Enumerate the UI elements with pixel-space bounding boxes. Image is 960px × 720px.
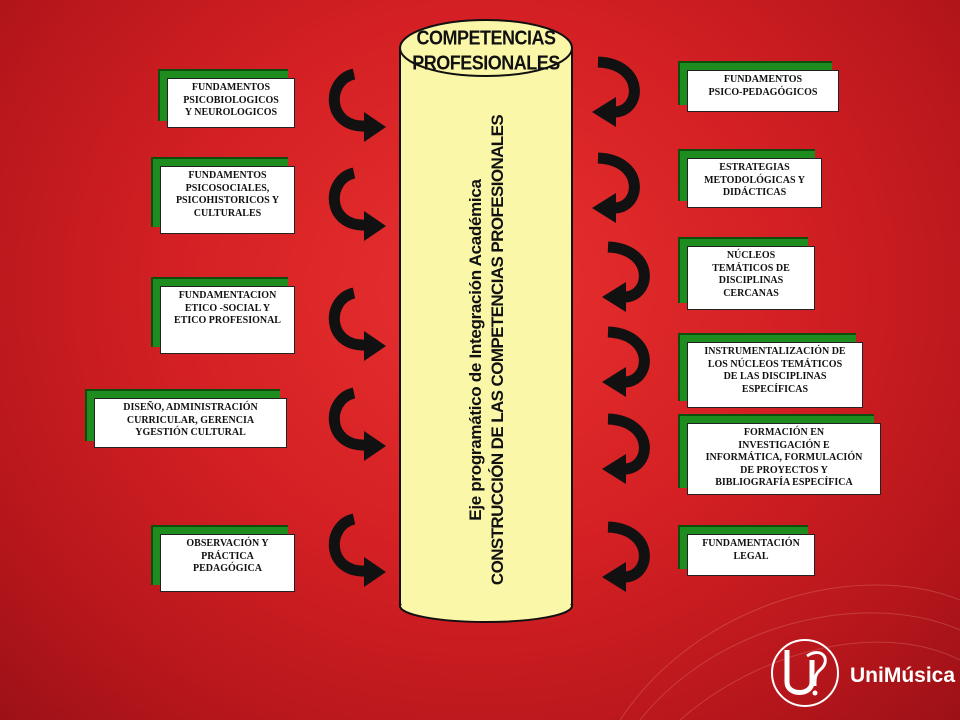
right-box-1: FUNDAMENTOS PSICO-PEDAGÓGICOS <box>687 70 839 112</box>
right-box-3-label: NÚCLEOS TEMÁTICOS DE DISCIPLINAS CERCANA… <box>712 250 790 299</box>
right-arrow-icon-3 <box>602 247 644 312</box>
left-box-1: FUNDAMENTOS PSICOBIOLOGICOS Y NEUROLOGIC… <box>167 78 295 128</box>
right-arrow-icon-5 <box>602 419 644 484</box>
left-box-5: OBSERVACIÓN Y PRÁCTICA PEDAGÓGICA <box>160 534 295 592</box>
left-arrow-icon-5 <box>334 519 386 587</box>
left-box-1-label: FUNDAMENTOS PSICOBIOLOGICOS Y NEUROLOGIC… <box>183 82 279 118</box>
left-arrow-icon-3 <box>334 293 386 361</box>
header-line-2: PROFESIONALES <box>412 51 560 75</box>
right-box-1-label: FUNDAMENTOS PSICO-PEDAGÓGICOS <box>708 74 818 98</box>
right-box-6: FUNDAMENTACIÓN LEGAL <box>687 534 815 576</box>
left-box-4: DISEÑO, ADMINISTRACIÓN CURRICULAR, GEREN… <box>94 398 287 448</box>
right-box-4: INSTRUMENTALIZACIÓN DE LOS NÚCLEOS TEMÁT… <box>687 342 863 408</box>
left-box-3: FUNDAMENTACION ETICO -SOCIAL Y ETICO PRO… <box>160 286 295 354</box>
right-box-5: FORMACIÓN EN INVESTIGACIÓN E INFORMÁTICA… <box>687 423 881 495</box>
right-arrow-icon-1 <box>592 62 634 127</box>
right-arrow-icon-4 <box>602 332 644 397</box>
column-header: COMPETENCIAS PROFESIONALES <box>400 25 572 76</box>
right-box-2-label: ESTRATEGIAS METODOLÓGICAS Y DIDÁCTICAS <box>704 162 805 198</box>
left-box-5-label: OBSERVACIÓN Y PRÁCTICA PEDAGÓGICA <box>186 538 269 574</box>
right-box-5-label: FORMACIÓN EN INVESTIGACIÓN E INFORMÁTICA… <box>705 427 863 488</box>
right-box-6-label: FUNDAMENTACIÓN LEGAL <box>702 538 800 562</box>
left-arrow-icon-1 <box>334 74 386 142</box>
right-box-3: NÚCLEOS TEMÁTICOS DE DISCIPLINAS CERCANA… <box>687 246 815 310</box>
right-arrow-icon-2 <box>592 158 634 223</box>
unimusica-logo-icon <box>771 639 839 707</box>
left-box-2-label: FUNDAMENTOS PSICOSOCIALES, PSICOHISTORIC… <box>175 170 280 219</box>
left-arrow-icon-2 <box>334 173 386 241</box>
right-box-2: ESTRATEGIAS METODOLÓGICAS Y DIDÁCTICAS <box>687 158 822 208</box>
right-box-4-label: INSTRUMENTALIZACIÓN DE LOS NÚCLEOS TEMÁT… <box>704 346 846 395</box>
right-arrow-icon-6 <box>602 527 644 592</box>
left-box-2: FUNDAMENTOS PSICOSOCIALES, PSICOHISTORIC… <box>160 166 295 234</box>
left-box-3-label: FUNDAMENTACION ETICO -SOCIAL Y ETICO PRO… <box>174 290 281 326</box>
logo-text: UniMúsica <box>850 664 956 687</box>
left-box-4-label: DISEÑO, ADMINISTRACIÓN CURRICULAR, GEREN… <box>123 402 258 438</box>
header-line-1: COMPETENCIAS <box>416 25 556 49</box>
left-arrow-icon-4 <box>334 393 386 461</box>
